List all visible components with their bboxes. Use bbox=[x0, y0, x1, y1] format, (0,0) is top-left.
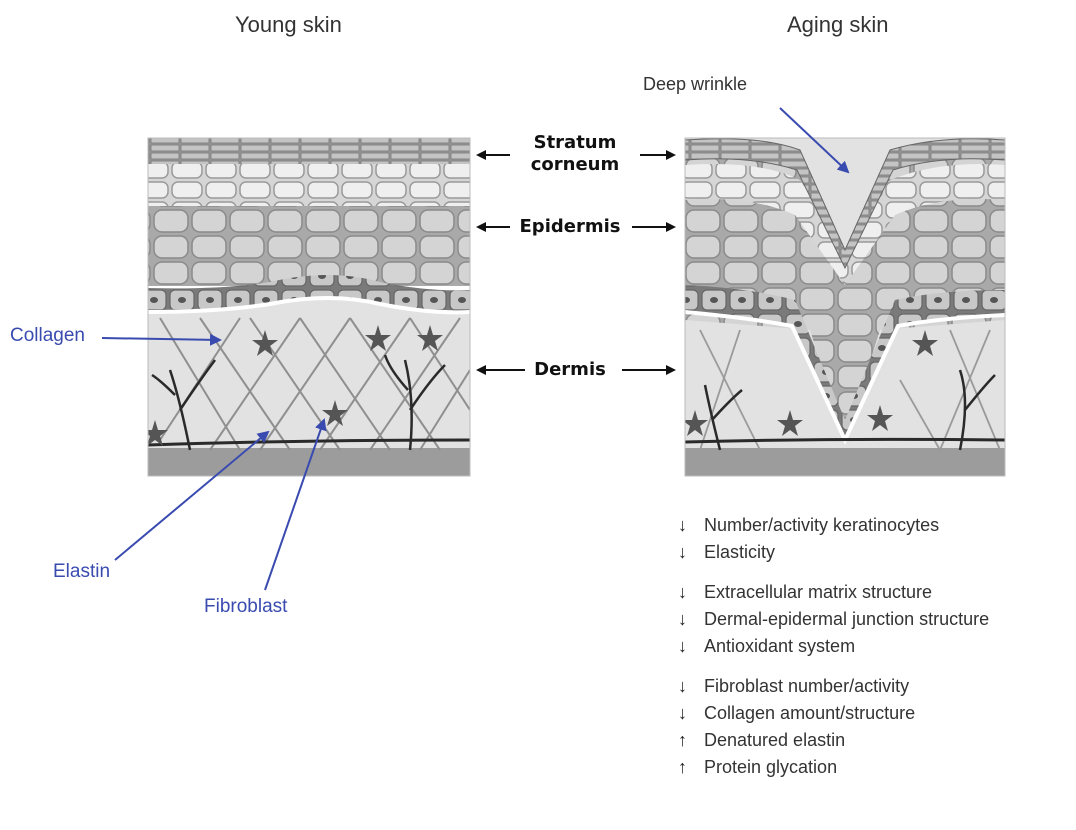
effects-group-1: ↓Number/activity keratinocytes ↓Elastici… bbox=[678, 512, 989, 566]
stratum-corneum-label: Stratum corneum bbox=[510, 132, 640, 176]
deep-wrinkle-label: Deep wrinkle bbox=[643, 74, 747, 95]
effects-group-2: ↓Extracellular matrix structure ↓Dermal-… bbox=[678, 579, 989, 660]
effect-item: ↓Elasticity bbox=[678, 539, 989, 566]
stratum-label-line2: corneum bbox=[510, 154, 640, 176]
effect-item: ↑Protein glycation bbox=[678, 754, 989, 781]
effect-item: ↓Extracellular matrix structure bbox=[678, 579, 989, 606]
stratum-label-line1: Stratum bbox=[510, 132, 640, 154]
decrease-arrow-icon: ↓ bbox=[678, 579, 704, 606]
decrease-arrow-icon: ↓ bbox=[678, 606, 704, 633]
effect-text: Fibroblast number/activity bbox=[704, 673, 909, 700]
effect-item: ↓Dermal-epidermal junction structure bbox=[678, 606, 989, 633]
effect-item: ↓Number/activity keratinocytes bbox=[678, 512, 989, 539]
effect-item: ↓Fibroblast number/activity bbox=[678, 673, 989, 700]
young-skin-illustration bbox=[142, 138, 470, 476]
effect-text: Dermal-epidermal junction structure bbox=[704, 606, 989, 633]
decrease-arrow-icon: ↓ bbox=[678, 673, 704, 700]
effect-text: Collagen amount/structure bbox=[704, 700, 915, 727]
decrease-arrow-icon: ↓ bbox=[678, 700, 704, 727]
effect-text: Antioxidant system bbox=[704, 633, 855, 660]
collagen-label: Collagen bbox=[10, 325, 85, 347]
dermis-label: Dermis bbox=[510, 359, 630, 381]
elastin-label: Elastin bbox=[53, 561, 110, 583]
effect-text: Number/activity keratinocytes bbox=[704, 512, 939, 539]
decrease-arrow-icon: ↓ bbox=[678, 633, 704, 660]
effect-item: ↓Collagen amount/structure bbox=[678, 700, 989, 727]
effects-group-3: ↓Fibroblast number/activity ↓Collagen am… bbox=[678, 673, 989, 781]
decrease-arrow-icon: ↓ bbox=[678, 539, 704, 566]
increase-arrow-icon: ↑ bbox=[678, 727, 704, 754]
aging-effects-list: ↓Number/activity keratinocytes ↓Elastici… bbox=[678, 512, 989, 781]
effect-item: ↑Denatured elastin bbox=[678, 727, 989, 754]
layer-arrows bbox=[478, 155, 674, 370]
effect-text: Elasticity bbox=[704, 539, 775, 566]
effect-text: Protein glycation bbox=[704, 754, 837, 781]
increase-arrow-icon: ↑ bbox=[678, 754, 704, 781]
effect-text: Denatured elastin bbox=[704, 727, 845, 754]
decrease-arrow-icon: ↓ bbox=[678, 512, 704, 539]
fibroblast-label: Fibroblast bbox=[204, 596, 287, 618]
effect-item: ↓Antioxidant system bbox=[678, 633, 989, 660]
aging-skin-illustration bbox=[682, 138, 1005, 476]
effect-text: Extracellular matrix structure bbox=[704, 579, 932, 606]
epidermis-label: Epidermis bbox=[505, 216, 635, 238]
